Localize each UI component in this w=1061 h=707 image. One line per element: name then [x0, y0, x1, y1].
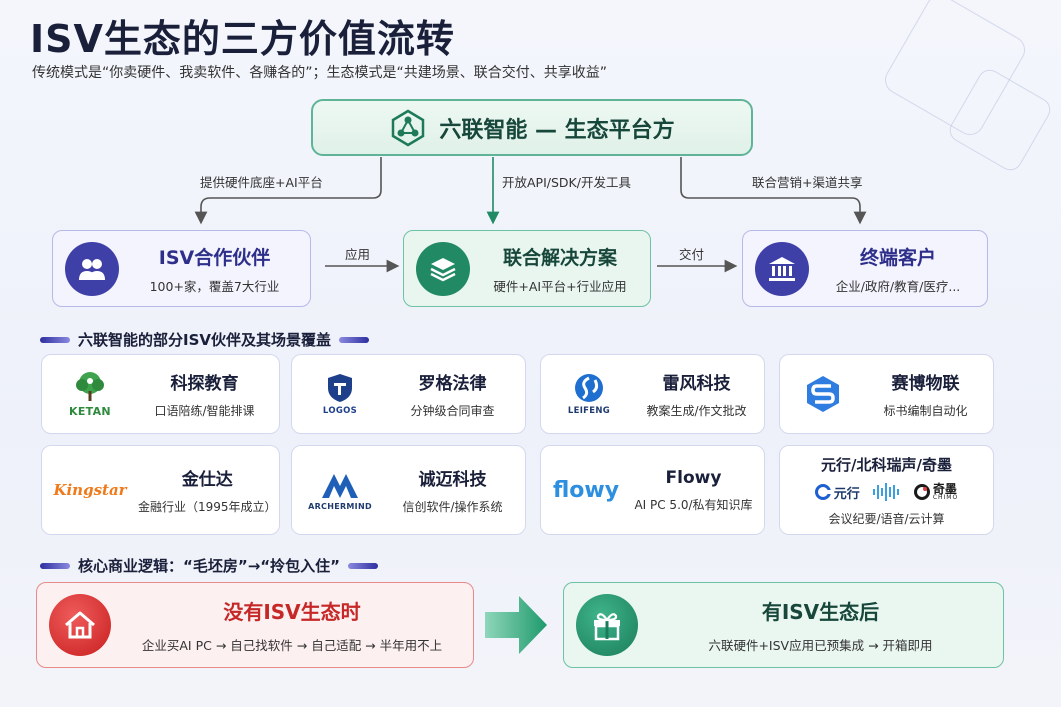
- network-icon: [392, 109, 425, 146]
- section-title-text: 核心商业逻辑：“毛坯房”→“拎包入住”: [78, 557, 341, 575]
- partner-desc: 会议纪要/语音/云计算: [828, 511, 945, 526]
- partner-card: Kingstar 金仕达 金融行业（1995年成立）: [41, 445, 280, 535]
- logic-section-title: 核心商业逻辑：“毛坯房”→“拎包入住”: [40, 555, 379, 576]
- partner-logo-text: flowy: [552, 477, 620, 503]
- before-title: 没有ISV生态时: [223, 600, 361, 624]
- connector-left: [194, 157, 382, 225]
- yuanxing-logo-icon: [814, 484, 831, 500]
- node-isv-partners: ISV合作伙伴 100+家，覆盖7大行业: [52, 230, 311, 307]
- node-title: ISV合作伙伴: [158, 246, 271, 269]
- partner-logo: Kingstar: [42, 446, 138, 534]
- partner-logo-text: KETAN: [69, 404, 111, 418]
- before-desc: 企业买AI PC → 自己找软件 → 自己适配 → 半年用不上: [141, 638, 443, 653]
- partner-logo: LOGOS: [292, 355, 388, 433]
- section-bar-right: [348, 562, 379, 569]
- partner-logo-text: LEIFENG: [567, 406, 611, 416]
- platform-title: 六联智能 — 生态平台方: [439, 117, 675, 143]
- gift-icon: [576, 594, 638, 656]
- partner-card: ARCHERMIND 诚迈科技 信创软件/操作系统: [291, 445, 526, 535]
- connector-label-center: 开放API/SDK/开发工具: [502, 175, 631, 190]
- partner-name: Flowy: [665, 467, 722, 488]
- after-desc: 六联硬件+ISV应用已预集成 → 开箱即用: [708, 638, 933, 653]
- tree-logo-icon: [76, 371, 104, 401]
- partner-name: 罗格法律: [418, 374, 487, 394]
- partner-logo-text: 奇墨: [932, 482, 957, 496]
- partner-logo: KETAN: [42, 355, 138, 433]
- platform-box: 六联智能 — 生态平台方: [311, 99, 753, 156]
- page-title: ISV生态的三方价值流转: [30, 17, 455, 61]
- partner-desc: 标书编制自动化: [883, 404, 968, 418]
- mountain-logo-icon: [322, 473, 358, 498]
- soundwave-logo-icon: [872, 483, 899, 501]
- node-title: 联合解决方案: [502, 246, 617, 269]
- partner-logo-text: 元行: [833, 486, 860, 502]
- partner-logo: [780, 355, 866, 433]
- node-desc: 100+家，覆盖7大行业: [149, 278, 280, 294]
- layers-icon: [416, 241, 470, 296]
- node-desc: 硬件+AI平台+行业应用: [493, 278, 627, 294]
- swirl-logo-icon: [575, 374, 603, 402]
- connector-right: [680, 157, 867, 225]
- after-title: 有ISV生态后: [761, 600, 880, 624]
- institution-icon: [755, 241, 809, 296]
- partner-logo-text: Kingstar: [53, 481, 127, 499]
- partner-name: 元行/北科瑞声/奇墨: [821, 455, 952, 474]
- users-icon: [65, 241, 119, 296]
- partner-logo: ARCHERMIND: [292, 446, 388, 534]
- section-bar-right: [339, 336, 369, 343]
- node-joint-solution: 联合解决方案 硬件+AI平台+行业应用: [403, 230, 651, 307]
- partner-logo: flowy: [541, 446, 631, 534]
- partner-desc: 分钟级合同审查: [410, 404, 495, 418]
- chimo-logo-icon: [913, 484, 930, 500]
- partner-name: 金仕达: [181, 470, 233, 490]
- node-title: 终端客户: [859, 246, 936, 269]
- partner-name: 雷风科技: [662, 374, 731, 394]
- partner-name: 诚迈科技: [418, 470, 487, 490]
- after-ecosystem-box: 有ISV生态后 六联硬件+ISV应用已预集成 → 开箱即用: [563, 582, 1004, 668]
- before-ecosystem-box: 没有ISV生态时 企业买AI PC → 自己找软件 → 自己适配 → 半年用不上: [36, 582, 474, 668]
- partner-name: 科探教育: [170, 374, 239, 394]
- connector-label-deliver: 交付: [679, 247, 705, 262]
- transition-arrow-icon: [485, 596, 547, 654]
- flow-connectors: [194, 157, 867, 273]
- partner-card: 赛博物联 标书编制自动化: [779, 354, 994, 434]
- node-end-customer: 终端客户 企业/政府/教育/医疗...: [742, 230, 988, 307]
- home-icon: [49, 594, 111, 656]
- partner-logos-row: 元行 奇墨 CHIMO: [814, 482, 959, 502]
- partner-desc: 教案生成/作文批改: [646, 404, 747, 418]
- partner-card: LEIFENG 雷风科技 教案生成/作文批改: [540, 354, 765, 434]
- partner-card: 元行/北科瑞声/奇墨 元行 奇墨 CHIMO: [779, 445, 994, 535]
- section-title-text: 六联智能的部分ISV伙伴及其场景覆盖: [78, 331, 331, 349]
- partner-card: KETAN 科探教育 口语陪练/智能排课: [41, 354, 280, 434]
- section-bar-left: [40, 562, 70, 569]
- partner-desc: 金融行业（1995年成立）: [138, 500, 277, 514]
- shield-logo-icon: [328, 374, 352, 402]
- connector-label-right: 联合营销+渠道共享: [752, 175, 863, 190]
- partner-card: LOGOS 罗格法律 分钟级合同审查: [291, 354, 526, 434]
- chimo-logo: 奇墨 CHIMO: [913, 482, 959, 501]
- partner-logo-text: ARCHERMIND: [308, 501, 372, 511]
- yuanxing-logo: 元行: [814, 483, 860, 502]
- hex-s-logo-icon: [807, 376, 839, 412]
- node-desc: 企业/政府/教育/医疗...: [835, 278, 961, 294]
- partners-section-title: 六联智能的部分ISV伙伴及其场景覆盖: [40, 329, 369, 350]
- partner-card: flowy Flowy AI PC 5.0/私有知识库: [540, 445, 765, 535]
- connector-label-left: 提供硬件底座+AI平台: [200, 175, 323, 190]
- partner-desc: AI PC 5.0/私有知识库: [634, 497, 753, 512]
- partner-desc: 信创软件/操作系统: [402, 500, 503, 514]
- partner-logo: LEIFENG: [541, 355, 637, 433]
- partner-name: 赛博物联: [891, 374, 960, 394]
- page-subtitle: 传统模式是“你卖硬件、我卖软件、各赚各的”；生态模式是“共建场景、联合交付、共享…: [32, 65, 608, 81]
- connector-label-apply: 应用: [345, 247, 371, 262]
- partner-logo-text: LOGOS: [322, 406, 358, 416]
- section-bar-left: [40, 336, 70, 343]
- partner-logo-subtext: CHIMO: [932, 494, 959, 501]
- partner-desc: 口语陪练/智能排课: [154, 404, 255, 418]
